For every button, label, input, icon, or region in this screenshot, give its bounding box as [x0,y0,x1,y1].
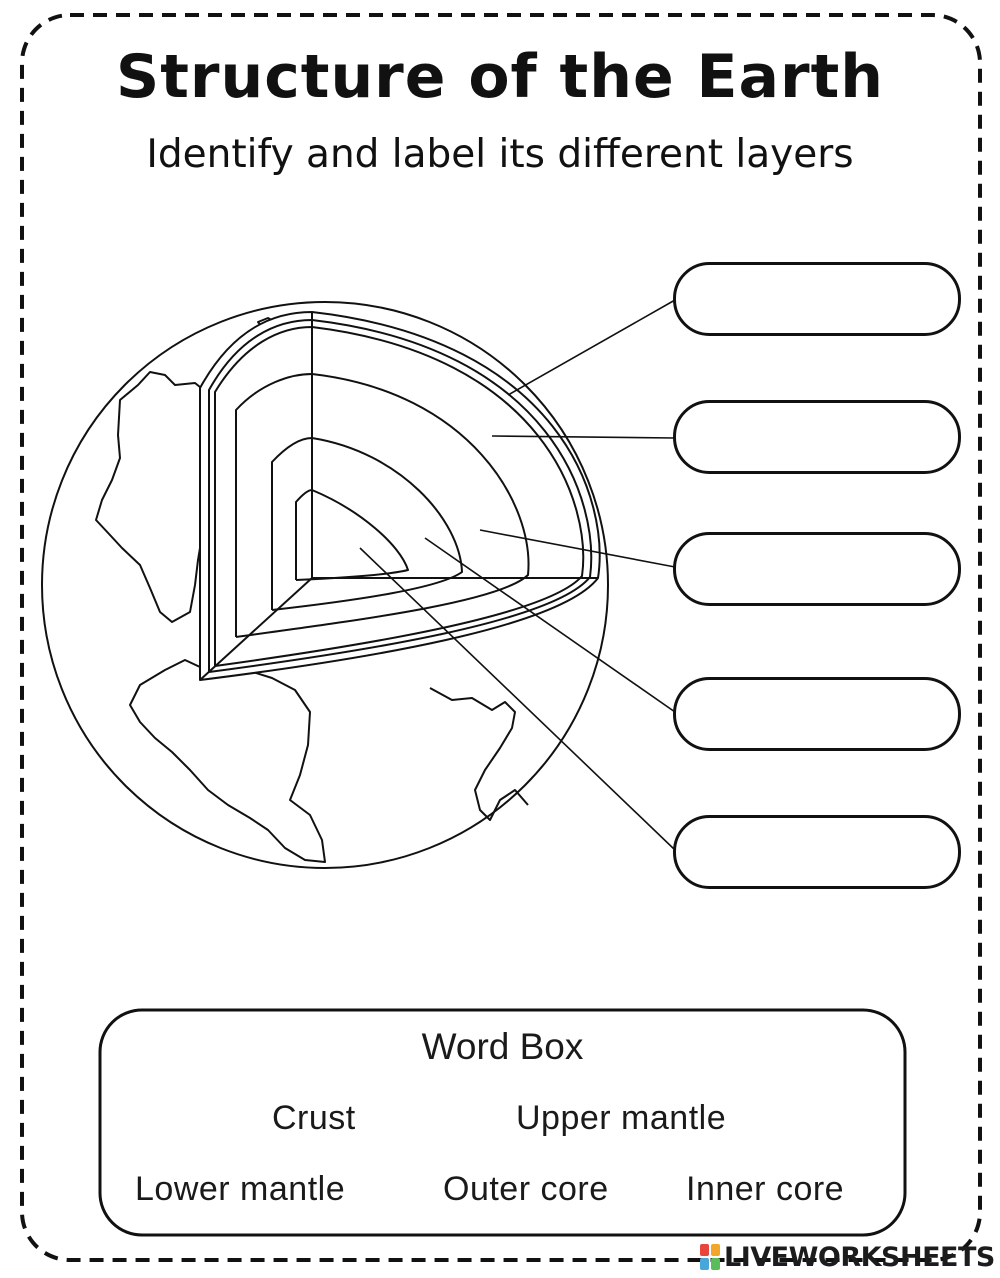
leader-line-1 [507,299,676,396]
page-subtitle: Identify and label its different layers [146,132,854,177]
answer-box-5[interactable] [673,815,961,889]
inner-core-line [295,489,409,581]
earth-diagram [41,299,676,869]
leader-line-4 [424,537,676,713]
lower-mantle-line [235,373,530,638]
answer-box-3-outline [673,532,961,606]
word-inner-core: Inner core [686,1170,845,1208]
leader-line-5 [359,547,676,851]
answer-box-1-outline [673,262,961,336]
word-crust: Crust [272,1099,356,1137]
word-outer-core: Outer core [443,1170,609,1208]
word-lower-mantle: Lower mantle [135,1170,346,1208]
answer-box-2-outline [673,400,961,474]
continent-lower-right [429,687,529,821]
cut-edge-left [199,577,313,681]
watermark: LIVEWORKSHEETS [700,1240,995,1274]
upper-mantle-line [214,326,585,667]
liveworksheets-logo-icon [700,1244,720,1270]
leader-line-3 [479,529,676,568]
word-box-frame [98,1008,907,1237]
crust-inner-line [208,319,593,673]
page-title: Structure of the Earth [116,42,884,112]
answer-box-4-outline [673,677,961,751]
answer-box-5-outline [673,815,961,889]
word-box-title: Word Box [421,1026,584,1067]
continent-left [95,371,219,623]
leader-line-2 [491,435,676,439]
answer-box-4[interactable] [673,677,961,751]
word-upper-mantle: Upper mantle [516,1099,727,1137]
answer-box-3[interactable] [673,532,961,606]
answer-box-2[interactable] [673,400,961,474]
outer-core-line [271,437,463,611]
watermark-text: LIVEWORKSHEETS [724,1241,995,1273]
answer-box-1[interactable] [673,262,961,336]
